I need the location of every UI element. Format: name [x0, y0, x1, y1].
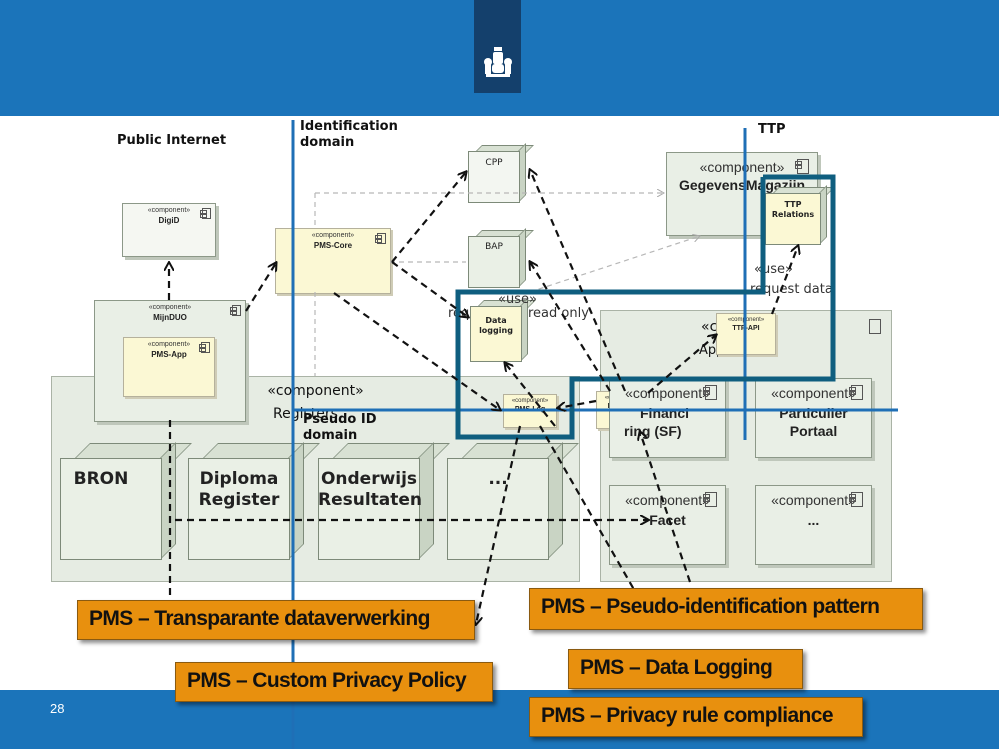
pattern-custom-privacy-policy: PMS – Custom Privacy Policy — [175, 662, 493, 702]
gegevensmagazijn-name: GegevensMagazijn — [678, 177, 806, 193]
bron-node: BRON — [60, 442, 192, 560]
onderwijs-label-1: Onderwijs — [320, 469, 418, 489]
data-logging-label-1: Data — [485, 316, 507, 325]
public-internet-label: Public Internet — [117, 133, 227, 148]
component-icon — [199, 342, 210, 353]
pattern-privacy-rule-compliance: PMS – Privacy rule compliance — [529, 697, 863, 737]
component-icon — [849, 385, 863, 400]
mijnduo-stereotype: «component» — [148, 304, 192, 311]
ttp-relations-node: TTP Relations — [765, 185, 835, 245]
pms-log-stereotype: «component» — [511, 398, 549, 404]
more-registers-label: ... — [488, 469, 508, 489]
coat-of-arms-icon — [484, 47, 512, 77]
pms-app-stereotype: «component» — [147, 341, 191, 348]
facet-name: Facet — [649, 512, 686, 528]
pms-app-name: PMS-App — [151, 350, 187, 359]
particulier-portaal-component: «component» Particulier Portaal — [755, 378, 872, 458]
request-data-note: request data — [750, 282, 833, 297]
bap-node: BAP — [468, 228, 534, 288]
ttp-label: TTP — [758, 122, 786, 137]
digid-name: DigiD — [158, 216, 180, 225]
read-only-note: read only — [528, 306, 589, 321]
more-registers-node: ... — [447, 442, 579, 560]
diploma-register-node: Diploma Register — [188, 442, 320, 560]
bap-label: BAP — [485, 242, 503, 252]
digid-stereotype: «component» — [147, 207, 191, 214]
pseudo-id-domain-label-2: domain — [303, 428, 358, 443]
ttp-relations-label-1: TTP — [784, 200, 802, 209]
studie-financiering-stereotype: «component» — [625, 385, 710, 401]
component-icon — [795, 159, 809, 174]
pattern-pseudo-identification: PMS – Pseudo-identification pattern — [529, 588, 923, 630]
pseudo-id-domain-label-1: Pseudo ID — [303, 412, 377, 427]
bron-label: BRON — [73, 469, 129, 489]
cpp-label: CPP — [485, 158, 503, 168]
data-logging-node: Data logging — [470, 298, 536, 362]
particulier-portaal-stereotype: «component» — [771, 385, 856, 401]
component-icon — [703, 492, 717, 507]
cpp-node: CPP — [468, 143, 534, 203]
component-icon — [230, 305, 241, 316]
pms-core-stereotype: «component» — [311, 232, 355, 239]
onderwijs-resultaten-node: Onderwijs Resultaten — [318, 442, 450, 560]
data-logging-label-2: logging — [479, 326, 513, 335]
component-icon — [375, 233, 386, 244]
diploma-label-1: Diploma — [199, 469, 279, 489]
particulier-portaal-name-2: Portaal — [789, 423, 838, 439]
identification-domain-label-1: Identification — [300, 119, 398, 134]
component-icon — [849, 492, 863, 507]
ttp-relations-label-2: Relations — [771, 210, 815, 219]
mijnduo-name: MijnDUO — [153, 313, 187, 322]
studie-financiering-component: «component» Financi ring (SF) — [609, 378, 726, 458]
more-apps-stereotype: «component» — [771, 492, 856, 508]
component-icon — [200, 208, 211, 219]
component-icon — [703, 385, 717, 400]
component-icon — [869, 319, 881, 334]
pms-app-component: «component» PMS-App — [123, 337, 215, 397]
pattern-transparante-dataverwerking: PMS – Transparante dataverwerking — [77, 600, 475, 640]
onderwijs-label-2: Resultaten — [318, 490, 423, 510]
facet-component: «component» Facet — [609, 485, 726, 565]
diploma-label-2: Register — [198, 490, 280, 510]
facet-stereotype: «component» — [625, 492, 710, 508]
registers-stereotype: «component» — [267, 383, 364, 399]
page-number: 28 — [50, 701, 65, 716]
gegevensmagazijn-stereotype: «component» — [699, 159, 785, 175]
use-note-logging: «use» — [498, 292, 537, 307]
government-logo — [474, 0, 521, 93]
more-apps-component: «component» ... — [755, 485, 872, 565]
more-apps-name: ... — [807, 512, 820, 528]
pattern-data-logging: PMS – Data Logging — [568, 649, 803, 689]
digid-component: «component» DigiD — [122, 203, 216, 257]
pms-core-name: PMS-Core — [313, 241, 353, 250]
identification-domain-label-2: domain — [300, 135, 355, 150]
